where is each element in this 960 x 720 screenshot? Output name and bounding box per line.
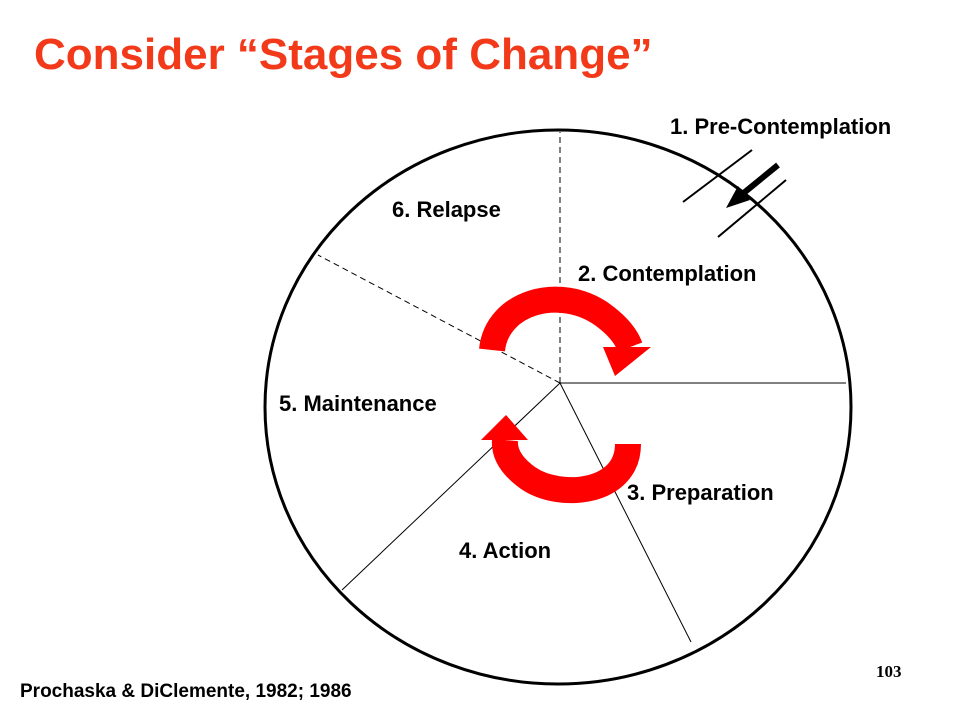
stage-label-pre-contemplation: 1. Pre-Contemplation bbox=[670, 114, 892, 139]
divider-action-maintenance bbox=[341, 382, 561, 591]
stage-label-maintenance: 5. Maintenance bbox=[279, 391, 437, 416]
stage-label-action: 4. Action bbox=[459, 538, 552, 563]
stage-label-contemplation: 2. Contemplation bbox=[578, 261, 757, 286]
entry-arrow-icon bbox=[726, 162, 780, 208]
stages-circle bbox=[263, 128, 853, 686]
divider-maintenance-relapse bbox=[317, 254, 561, 384]
entry-tick-left bbox=[682, 149, 753, 203]
divider-preparation-action bbox=[559, 382, 692, 643]
cycle-arrow-lower-icon bbox=[481, 415, 641, 504]
stage-label-preparation: 3. Preparation bbox=[627, 480, 774, 505]
citation: Prochaska & DiClemente, 1982; 1986 bbox=[20, 681, 352, 702]
entry-tick-right bbox=[717, 179, 787, 238]
stage-label-relapse: 6. Relapse bbox=[392, 197, 501, 222]
cycle-arrow-upper-icon bbox=[479, 286, 651, 376]
page-number: 103 bbox=[876, 662, 902, 681]
slide-title: Consider “Stages of Change” bbox=[34, 30, 653, 79]
